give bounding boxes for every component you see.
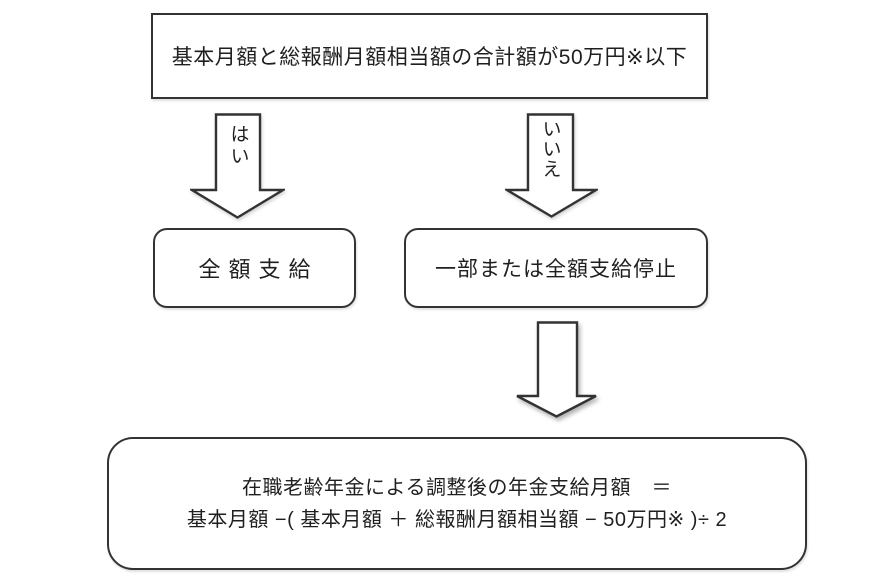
suspension-text: 一部または全額支給停止 [435, 258, 677, 281]
condition-box: 基本月額と総報酬月額相当額の合計額が50万円※以下 [151, 13, 708, 99]
yes-arrow: はい [190, 113, 285, 219]
yes-arrow-label: はい [227, 124, 249, 168]
formula-line2: 基本月額 −( 基本月額 ＋ 総報酬月額相当額 − 50万円※ )÷ 2 [186, 508, 728, 531]
down-arrow-icon [190, 113, 285, 219]
full-payment-box: 全額支給 [153, 228, 356, 308]
formula-line1: 在職老齢年金による調整後の年金支給月額 ＝ [242, 476, 672, 499]
no-arrow-label: いいえ [539, 119, 561, 179]
final-arrow [515, 321, 598, 418]
full-payment-text: 全額支給 [198, 257, 319, 282]
down-arrow-icon [516, 321, 597, 418]
formula-box: 在職老齢年金による調整後の年金支給月額 ＝ 基本月額 −( 基本月額 ＋ 総報酬… [107, 437, 807, 570]
down-arrow-icon [505, 113, 598, 218]
no-arrow: いいえ [505, 113, 598, 218]
suspension-box: 一部または全額支給停止 [404, 228, 708, 308]
condition-text: 基本月額と総報酬月額相当額の合計額が50万円※以下 [171, 46, 688, 69]
